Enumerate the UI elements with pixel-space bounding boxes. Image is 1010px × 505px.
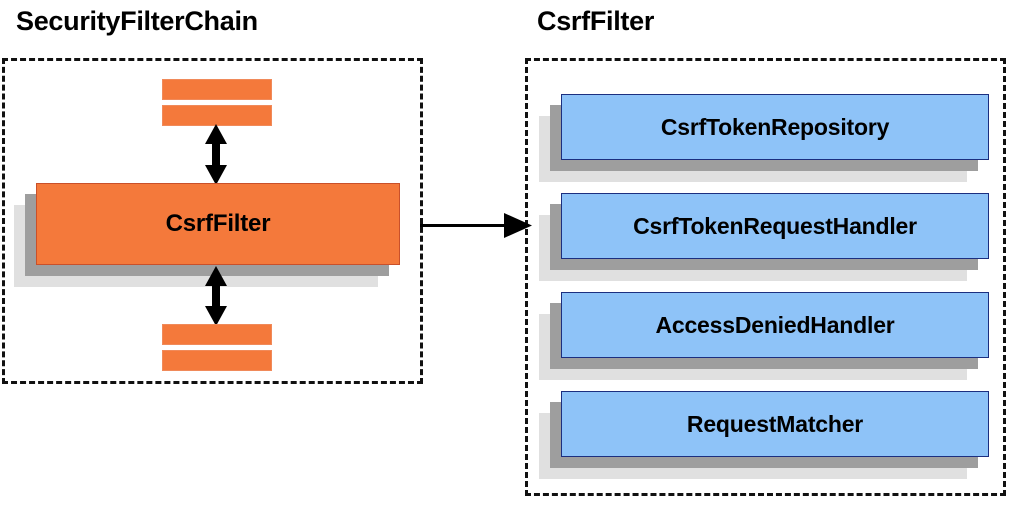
collaborator-card-csrf-token-repository[interactable]: CsrfTokenRepository — [539, 94, 991, 182]
filter-bar-bottom-1 — [162, 324, 272, 345]
security-filter-chain-container — [2, 58, 423, 384]
collaborator-card-access-denied-handler[interactable]: AccessDeniedHandler — [539, 292, 991, 380]
csrf-filter-container — [525, 58, 1006, 496]
card-face: CsrfTokenRequestHandler — [561, 193, 989, 259]
card-face: CsrfTokenRepository — [561, 94, 989, 160]
collaborator-card-csrf-token-request-handler[interactable]: CsrfTokenRequestHandler — [539, 193, 991, 281]
link-arrow-icon — [420, 212, 532, 240]
collaborator-card-request-matcher[interactable]: RequestMatcher — [539, 391, 991, 479]
collaborator-card-label: RequestMatcher — [686, 410, 864, 437]
collaborator-card-label: AccessDeniedHandler — [655, 311, 895, 338]
double-arrow-icon-upper — [203, 124, 229, 185]
card-face: AccessDeniedHandler — [561, 292, 989, 358]
filter-bar-top-2 — [162, 105, 272, 126]
double-arrow-icon-lower — [203, 266, 229, 326]
card-face: RequestMatcher — [561, 391, 989, 457]
section-title-csrf-filter: CsrfFilter — [537, 6, 655, 36]
section-title-security-filter-chain: SecurityFilterChain — [16, 6, 258, 36]
csrf-filter-card[interactable]: CsrfFilter — [14, 183, 404, 288]
filter-bar-bottom-2 — [162, 350, 272, 371]
collaborator-card-label: CsrfTokenRepository — [660, 113, 890, 140]
card-face: CsrfFilter — [36, 183, 400, 265]
filter-bar-top-1 — [162, 79, 272, 100]
collaborator-card-label: CsrfTokenRequestHandler — [633, 212, 917, 239]
csrf-filter-card-label: CsrfFilter — [165, 210, 271, 237]
